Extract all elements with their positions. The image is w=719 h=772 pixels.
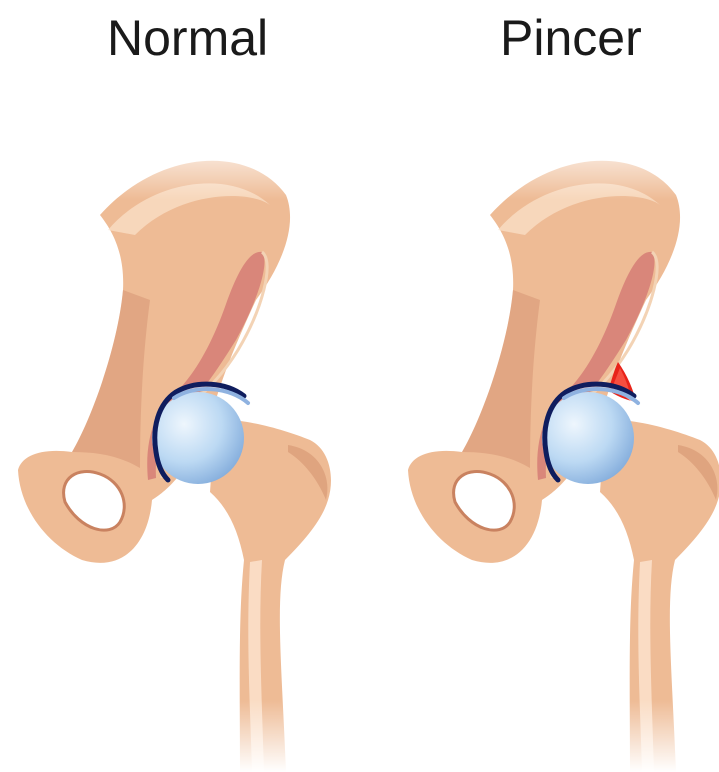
pincer-hip-illustration: [390, 0, 719, 772]
normal-hip-illustration: [0, 0, 360, 772]
bottom-fade: [390, 700, 719, 772]
hip-joint-icon: [0, 0, 360, 772]
bottom-fade: [0, 700, 360, 772]
top-fade: [0, 130, 360, 200]
top-fade: [390, 130, 719, 200]
hip-joint-pincer-icon: [390, 0, 719, 772]
